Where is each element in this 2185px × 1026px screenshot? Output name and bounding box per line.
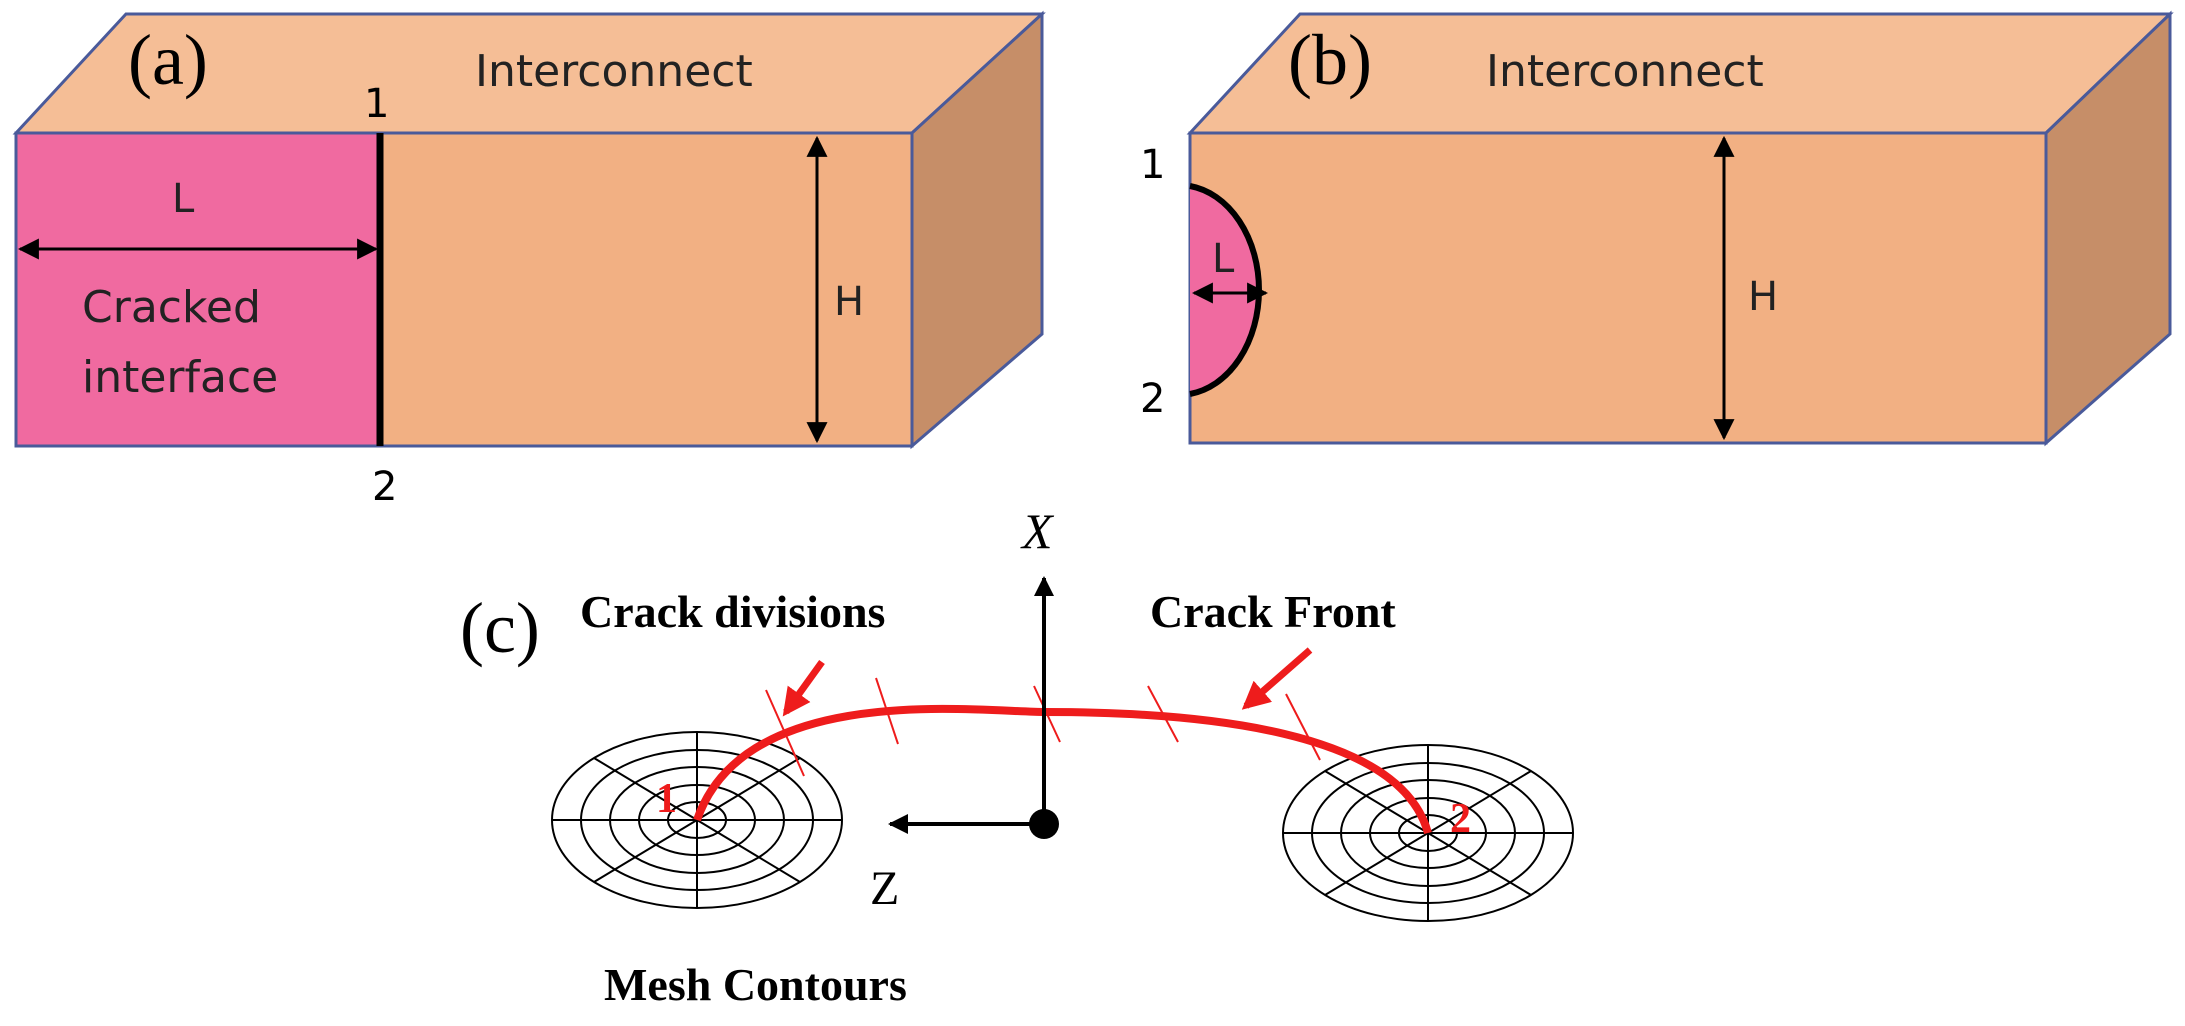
- panel-b-top-text: Interconnect: [1486, 46, 1764, 97]
- panel-b-point-2: 2: [1140, 376, 1165, 422]
- panel-c-point-1: 1: [656, 776, 677, 822]
- panel-b-height-label: H: [1748, 274, 1778, 320]
- panel-a: (a) Interconnect 1 2 L H Cracked interfa…: [12, 10, 1046, 510]
- panel-a-point-1: 1: [364, 81, 389, 127]
- crack-division-ticks: [765, 677, 1321, 777]
- panel-a-crack-text-line1: Cracked: [82, 282, 261, 333]
- panel-a-crack-text-line2: interface: [82, 352, 278, 403]
- crack-divisions-arrow: [782, 659, 825, 717]
- crack-divisions-label: Crack divisions: [580, 586, 885, 637]
- crack-front-arrow: [1241, 647, 1313, 710]
- panel-a-cracked-region: [14, 131, 382, 448]
- mesh-contours-label: Mesh Contours: [604, 959, 907, 1010]
- panel-a-label: (a): [128, 20, 208, 100]
- z-axis-label: Z: [870, 862, 899, 915]
- panel-c-label: (c): [460, 588, 540, 668]
- panel-a-length-label: L: [172, 176, 195, 222]
- panel-b: (b) Interconnect 1 2 L H: [1140, 10, 2174, 447]
- panel-b-box-front: [1188, 131, 2048, 445]
- x-axis-label: X: [1020, 503, 1055, 559]
- panel-a-height-label: H: [834, 279, 864, 325]
- crack-front-label: Crack Front: [1150, 586, 1396, 637]
- panel-c-point-2: 2: [1450, 796, 1471, 842]
- panel-c: (c) X Z Crack divisions Crack Front Mesh…: [460, 503, 1574, 1010]
- axis-origin-dot: [1029, 809, 1059, 839]
- crack-front-curve: [693, 704, 1432, 835]
- panel-a-top-text: Interconnect: [475, 46, 753, 97]
- panel-a-point-2: 2: [372, 464, 397, 510]
- panel-b-label: (b): [1288, 20, 1372, 100]
- panel-b-length-label: L: [1212, 236, 1235, 282]
- panel-b-point-1: 1: [1140, 142, 1165, 188]
